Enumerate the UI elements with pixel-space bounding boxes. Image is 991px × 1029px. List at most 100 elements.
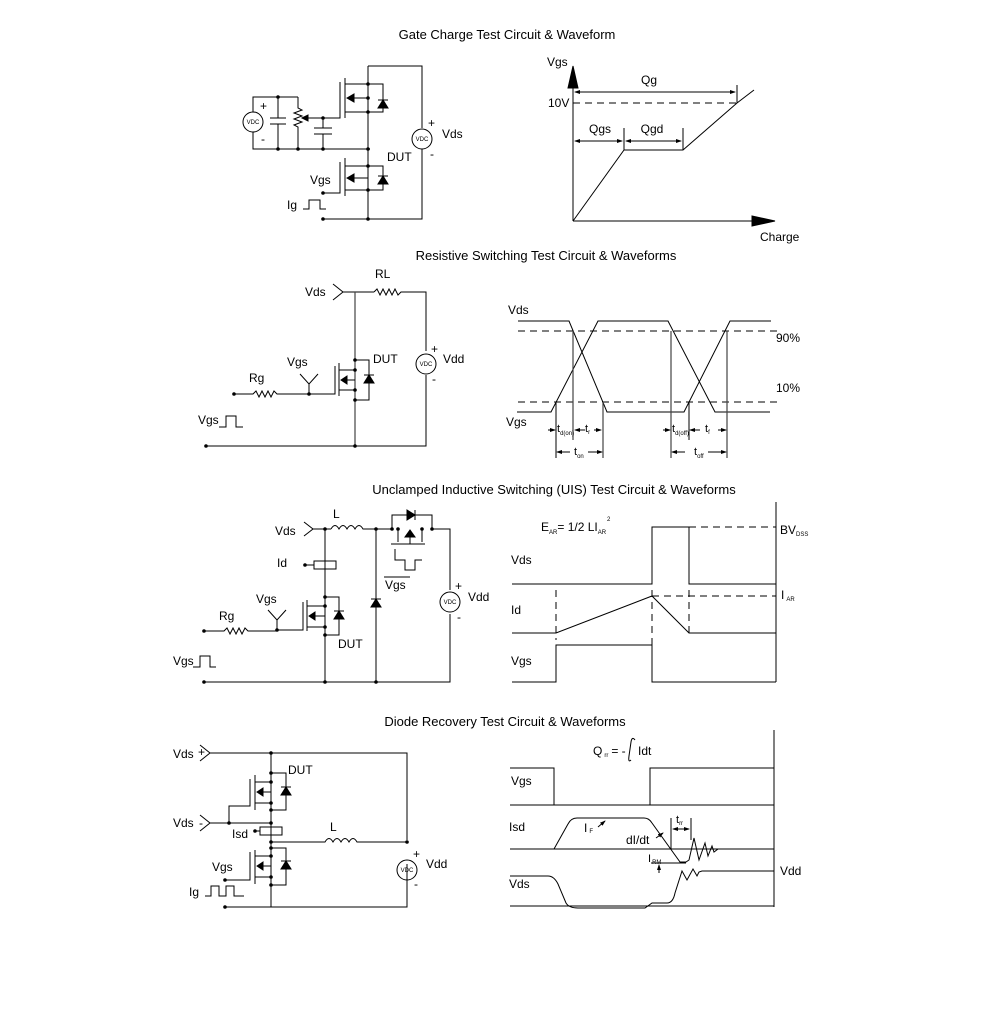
dut-label: DUT xyxy=(373,352,398,366)
section-title: Resistive Switching Test Circuit & Wavef… xyxy=(416,248,677,263)
vds-minus-sign: - xyxy=(199,816,203,830)
vgs-label: Vgs xyxy=(310,173,331,187)
p10-label: 10% xyxy=(776,381,800,395)
vds-label: Vds xyxy=(511,553,532,567)
plus-sign: + xyxy=(413,847,420,861)
vdc-source-icon: VDC xyxy=(415,353,437,375)
svg-text:Idt: Idt xyxy=(638,744,652,758)
vds-label: Vds xyxy=(305,285,326,299)
ig-label: Ig xyxy=(287,198,297,212)
probe-icon xyxy=(267,609,287,630)
section-gate-charge: Gate Charge Test Circuit & Waveform VDC … xyxy=(242,27,800,244)
mosfet-icon xyxy=(323,66,389,149)
svg-text:tr: tr xyxy=(585,423,590,436)
capacitor-icon xyxy=(270,97,286,149)
vgs-probe-label: Vgs xyxy=(256,592,277,606)
gate-charge-waveform: Vgs Charge 10V Qg Qgs Qgd xyxy=(547,55,800,244)
vds-label: Vds xyxy=(509,877,530,891)
resistive-switching-waveform: Vds Vgs 90% 10% xyxy=(506,303,800,460)
qg-label: Qg xyxy=(641,73,657,87)
capacitor-icon xyxy=(314,118,332,149)
vgs-label: Vgs xyxy=(511,774,532,788)
current-sensor-icon xyxy=(259,826,283,836)
vds-label: Vds xyxy=(442,127,463,141)
vgs-curve xyxy=(572,89,755,222)
isd-label: Isd xyxy=(509,820,525,834)
svg-text:BVDSS: BVDSS xyxy=(780,523,808,538)
probe-icon xyxy=(303,521,331,537)
isd-trace xyxy=(553,817,719,863)
svg-text:IRM: IRM xyxy=(648,853,661,866)
vgs-label: Vgs xyxy=(212,860,233,874)
vdc-source-icon: VDC xyxy=(411,128,433,150)
vgs-label: Vgs xyxy=(506,415,527,429)
level-10v-label: 10V xyxy=(548,96,569,110)
vds-minus-label: Vds xyxy=(173,816,194,830)
qgs-label: Qgs xyxy=(589,122,611,136)
rg-label: Rg xyxy=(219,609,234,623)
vdc-source-icon: VDC xyxy=(396,859,418,881)
potentiometer-icon xyxy=(292,97,304,149)
x-axis-label: Charge xyxy=(760,230,800,244)
diode-recovery-circuit: Vds + Vds - DUT Isd L xyxy=(173,744,447,909)
pulse-train-icon xyxy=(205,885,244,897)
rg-label: Rg xyxy=(249,371,264,385)
vgs-pulse-label: Vgs xyxy=(173,654,194,668)
svg-text:ton: ton xyxy=(574,446,584,460)
integral-icon xyxy=(628,737,636,762)
vgs-label: Vgs xyxy=(511,654,532,668)
inductor-icon xyxy=(330,525,376,531)
mosfet-icon xyxy=(225,847,292,886)
vds-trace xyxy=(512,526,776,585)
rl-label: RL xyxy=(375,267,391,281)
ig-label: Ig xyxy=(189,885,199,899)
inductor-icon xyxy=(271,838,407,844)
section-title: Unclamped Inductive Switching (UIS) Test… xyxy=(372,482,736,497)
vdd-label: Vdd xyxy=(426,857,447,871)
svg-text:IAR: IAR xyxy=(781,588,795,603)
vdc-source-icon: VDC xyxy=(439,591,461,613)
minus-sign: - xyxy=(414,877,418,891)
plus-sign: + xyxy=(260,99,267,113)
isd-label: Isd xyxy=(232,827,248,841)
vdc-source-icon: VDC xyxy=(242,111,264,133)
resistor-rg-icon xyxy=(204,626,277,636)
vdd-label: Vdd xyxy=(780,864,801,878)
svg-text:tf: tf xyxy=(705,423,710,436)
pulse-icon xyxy=(394,549,422,571)
section-diode-recovery: Diode Recovery Test Circuit & Waveforms … xyxy=(173,714,801,909)
minus-sign: - xyxy=(430,147,434,161)
svg-text:VDC: VDC xyxy=(444,600,457,606)
vdd-label: Vdd xyxy=(468,590,489,604)
section-resistive-switching: Resistive Switching Test Circuit & Wavef… xyxy=(198,248,800,460)
svg-text:td(on): td(on) xyxy=(557,423,574,437)
vds-plus-sign: + xyxy=(198,745,205,759)
vgs-trace xyxy=(512,644,776,683)
vgs-bar-label: Vgs xyxy=(385,578,406,592)
svg-text:trr: trr xyxy=(676,814,683,827)
vds-label: Vds xyxy=(275,524,296,538)
pulse-icon xyxy=(303,199,326,210)
current-sensor-icon xyxy=(313,560,337,570)
minus-sign: - xyxy=(432,372,436,386)
pulse-icon xyxy=(193,655,216,668)
resistive-switching-circuit: Vds RL DUT Vgs Rg Vgs VDC xyxy=(198,267,464,448)
vds-plus-label: Vds xyxy=(173,747,194,761)
minus-sign: - xyxy=(457,610,461,624)
resistor-rl-icon xyxy=(206,287,427,447)
mosfet-icon xyxy=(228,772,292,823)
svg-text:toff: toff xyxy=(694,446,704,460)
section-uis: Unclamped Inductive Switching (UIS) Test… xyxy=(173,482,808,684)
gate-charge-circuit: VDC + - xyxy=(242,65,463,221)
mosfet-icon xyxy=(277,596,345,636)
didt-label: dI/dt xyxy=(626,833,650,847)
svg-text:VDC: VDC xyxy=(247,120,260,126)
l-label: L xyxy=(333,507,340,521)
svg-text:2: 2 xyxy=(607,517,611,523)
svg-text:td(off): td(off) xyxy=(672,423,689,437)
vdd-label: Vdd xyxy=(443,352,464,366)
